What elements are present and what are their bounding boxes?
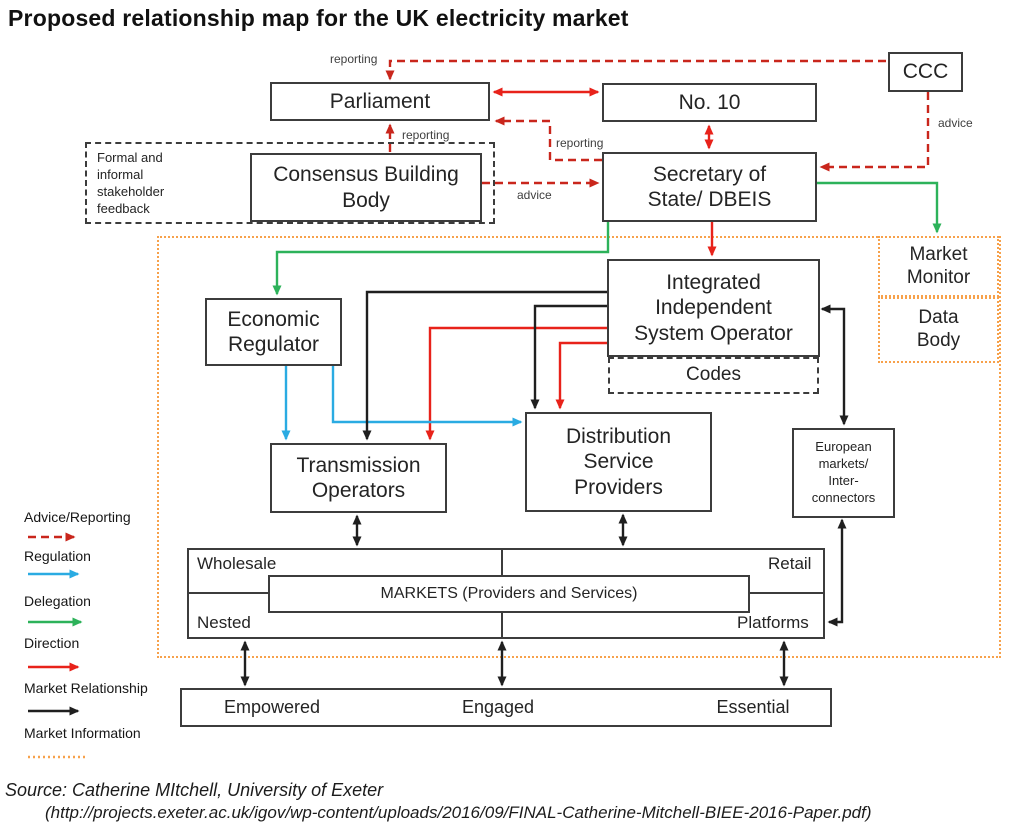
box-distribution-service-providers: Distribution Service Providers	[525, 412, 712, 512]
secretary-of-state-label: Secretary of State/ DBEIS	[647, 162, 772, 211]
consumers-empowered-label: Empowered	[223, 697, 321, 717]
box-iiso: Integrated Independent System Operator	[607, 259, 820, 357]
edge-label-advice-cbb: advice	[517, 188, 552, 202]
markets-wholesale-label: Wholesale	[197, 554, 277, 573]
legend-direction-label: Direction	[24, 635, 80, 651]
source-line1: Source: Catherine MItchell, University o…	[5, 780, 384, 800]
box-market-monitor: Market Monitor	[878, 236, 999, 297]
legend-delegation-label: Delegation	[24, 593, 91, 609]
data-body-label: Data Body	[916, 307, 961, 351]
consumers-engaged-label: Engaged	[461, 697, 535, 717]
consensus-building-body-label: Consensus Building Body	[273, 163, 459, 212]
no10-label: No. 10	[678, 90, 741, 114]
box-no10: No. 10	[602, 83, 817, 122]
market-monitor-label: Market Monitor	[906, 243, 971, 288]
parliament-label: Parliament	[329, 89, 431, 113]
box-transmission-operators: Transmission Operators	[270, 443, 447, 513]
iiso-label: Integrated Independent System Operator	[634, 271, 793, 345]
box-codes: Codes	[608, 357, 819, 394]
economic-regulator-label: Economic Regulator	[227, 307, 320, 356]
distribution-service-providers-label: Distribution Service Providers	[565, 425, 672, 499]
arrow-ccc-sos-advice	[819, 92, 930, 172]
box-secretary-of-state: Secretary of State/ DBEIS	[602, 152, 817, 222]
legend-market-relationship-label: Market Relationship	[24, 680, 148, 696]
box-consensus-building-body: Consensus Building Body	[250, 153, 482, 222]
consumers-essential-label: Essential	[716, 697, 790, 717]
box-european-markets: European markets/ Inter- connectors	[792, 428, 895, 518]
legend-market-information-label: Market Information	[24, 725, 141, 741]
edge-label-reporting-sos: reporting	[556, 136, 604, 150]
source-line2: (http://projects.exeter.ac.uk/igov/wp-co…	[45, 803, 872, 822]
stakeholder-feedback-label: Formal and informal stakeholder feedback	[97, 150, 165, 216]
markets-platforms-label: Platforms	[737, 613, 809, 632]
box-consumers	[180, 688, 832, 727]
box-ccc: CCC	[888, 52, 963, 92]
markets-retail-label: Retail	[768, 554, 812, 573]
edge-label-reporting-cbb: reporting	[402, 128, 450, 142]
arrow-ccc-parliament-reporting	[385, 59, 886, 81]
edge-label-advice-ccc: advice	[938, 116, 973, 130]
arrow-sos-market-monitor	[817, 181, 942, 234]
box-parliament: Parliament	[270, 82, 490, 121]
legend-advice-reporting-label: Advice/Reporting	[24, 509, 131, 525]
markets-nested-label: Nested	[197, 613, 251, 632]
legend-regulation-label: Regulation	[24, 548, 91, 564]
markets-inner-label: MARKETS (Providers and Services)	[380, 585, 638, 603]
box-economic-regulator: Economic Regulator	[205, 298, 342, 366]
ccc-label: CCC	[902, 60, 949, 84]
box-markets-inner: MARKETS (Providers and Services)	[268, 575, 750, 613]
edge-label-reporting-parliament-top: reporting	[330, 52, 378, 66]
box-data-body: Data Body	[878, 297, 999, 363]
codes-label: Codes	[686, 364, 741, 386]
transmission-operators-label: Transmission Operators	[296, 453, 421, 502]
diagram-title: Proposed relationship map for the UK ele…	[8, 5, 629, 31]
european-markets-label: European markets/ Inter- connectors	[811, 439, 876, 505]
